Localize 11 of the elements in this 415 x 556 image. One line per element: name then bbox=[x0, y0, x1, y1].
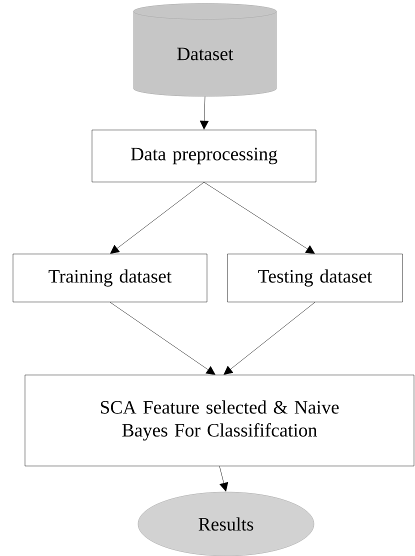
process-box: SCA Feature selected & Naive Bayes For Classififcation bbox=[24, 374, 414, 466]
process-box: Testing dataset bbox=[227, 254, 403, 302]
database-cylinder: Dataset bbox=[133, 3, 277, 97]
process-box: Data preprocessing bbox=[92, 130, 316, 182]
arrow bbox=[110, 182, 204, 254]
arrow bbox=[224, 302, 316, 375]
process-box: Training dataset bbox=[12, 254, 208, 302]
arrow bbox=[204, 182, 315, 254]
arrow bbox=[200, 96, 209, 130]
arrow bbox=[110, 302, 216, 375]
arrow bbox=[219, 466, 228, 492]
